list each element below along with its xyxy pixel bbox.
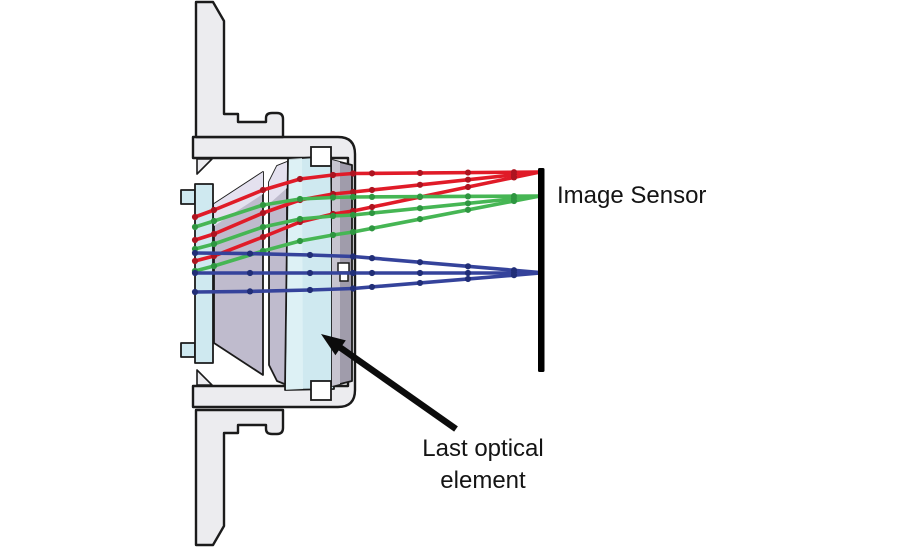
blue-ray-dot xyxy=(306,286,314,294)
red-ray-dot xyxy=(191,213,199,221)
green-ray-dot xyxy=(368,193,376,200)
green-ray-dot xyxy=(464,200,472,207)
green-ray-dot xyxy=(329,194,337,201)
blue-ray-dot xyxy=(306,251,314,259)
red-ray-dot xyxy=(416,181,424,188)
red-ray-dot xyxy=(259,186,267,194)
blue-ray-dot xyxy=(191,269,199,277)
green-ray-dot xyxy=(464,206,472,213)
last-optical-element-label-line2: element xyxy=(440,467,526,494)
green-ray-dot xyxy=(329,231,337,239)
green-ray-dot xyxy=(210,217,218,225)
axis-baffle-upper xyxy=(337,262,350,273)
red-ray-dot xyxy=(464,183,472,191)
blue-ray-dot xyxy=(416,259,424,266)
blue-ray-dot xyxy=(246,269,254,277)
green-ray-dot xyxy=(329,212,337,220)
blue-ray-dot xyxy=(416,279,424,287)
image-sensor-label: Image Sensor xyxy=(557,182,706,209)
last-optical-element-arrow xyxy=(336,343,458,432)
green-ray-dot xyxy=(349,228,357,236)
blue-ray-dot xyxy=(510,272,518,279)
green-ray-dot xyxy=(210,240,218,248)
green-ray-dot xyxy=(510,197,518,205)
green-ray-dot xyxy=(349,193,357,201)
green-ray-dot xyxy=(296,237,304,245)
red-ray-dot xyxy=(349,188,357,196)
blue-ray-dot xyxy=(349,253,357,260)
red-ray-dot xyxy=(191,236,199,244)
blue-ray-dot xyxy=(246,250,254,257)
blue-ray-dot xyxy=(349,285,357,292)
green-ray-dot xyxy=(464,193,472,200)
green-ray-dot xyxy=(191,223,199,231)
green-ray-dot xyxy=(416,216,424,223)
red-ray-dot xyxy=(368,203,376,211)
ray-bundles xyxy=(191,169,542,296)
barrel-chamfer-top xyxy=(196,158,213,175)
front-glass-tab-top xyxy=(180,189,196,205)
blue-ray-dot xyxy=(464,269,472,277)
red-ray-dot xyxy=(368,170,376,177)
blue-ray-dot xyxy=(464,263,472,270)
image-sensor-plane xyxy=(538,168,545,372)
arrowhead-icon xyxy=(321,334,346,356)
green-ray-dot xyxy=(349,211,357,219)
retainer-notch-bottom xyxy=(310,380,332,401)
red-ray-dot xyxy=(191,257,199,265)
green-ray-dot xyxy=(296,195,304,203)
blue-ray-dot xyxy=(191,249,199,257)
barrel-chamfer-bottom xyxy=(196,369,213,386)
red-ray-dot xyxy=(368,186,376,194)
blue-ray-dot xyxy=(306,269,314,277)
green-ray-dot xyxy=(296,215,304,223)
last-optical-element-label-line1: Last optical xyxy=(422,435,543,462)
red-ray-dot xyxy=(464,176,472,183)
blue-ray-dot xyxy=(464,275,472,283)
red-ray-dot xyxy=(210,230,218,238)
lens-element-3-highlight xyxy=(269,162,287,204)
red-ray-dot xyxy=(329,171,337,179)
front-glass-tab-bottom xyxy=(180,342,196,358)
green-ray-dot xyxy=(416,193,424,200)
red-ray-dot xyxy=(210,206,218,214)
green-ray-dot xyxy=(210,262,218,270)
blue-ray-dot xyxy=(246,288,254,295)
red-ray-dot xyxy=(349,170,357,177)
red-ray-dot xyxy=(416,169,424,177)
green-ray-dot xyxy=(259,223,267,231)
blue-ray-dot xyxy=(368,269,376,277)
red-ray-dot xyxy=(259,233,267,241)
lens-barrel-shell xyxy=(191,135,357,409)
red-ray-dot xyxy=(259,209,267,217)
retainer-notch-top xyxy=(310,146,332,167)
red-ray-dot xyxy=(296,175,304,183)
blue-ray-dot xyxy=(416,269,424,277)
red-ray-dot xyxy=(464,169,472,176)
blue-ray-dot xyxy=(368,255,376,262)
camera-body-top-bracket xyxy=(194,0,285,139)
green-ray-dot xyxy=(416,205,424,212)
blue-ray-dot xyxy=(191,288,199,296)
green-ray-dot xyxy=(259,201,267,209)
camera-body-bottom-bracket xyxy=(194,408,285,547)
red-ray-dot xyxy=(510,174,518,181)
green-ray-dot xyxy=(368,225,376,232)
blue-ray-dot xyxy=(349,269,357,277)
green-ray-dot xyxy=(368,209,376,217)
blue-ray-dot xyxy=(368,283,376,291)
